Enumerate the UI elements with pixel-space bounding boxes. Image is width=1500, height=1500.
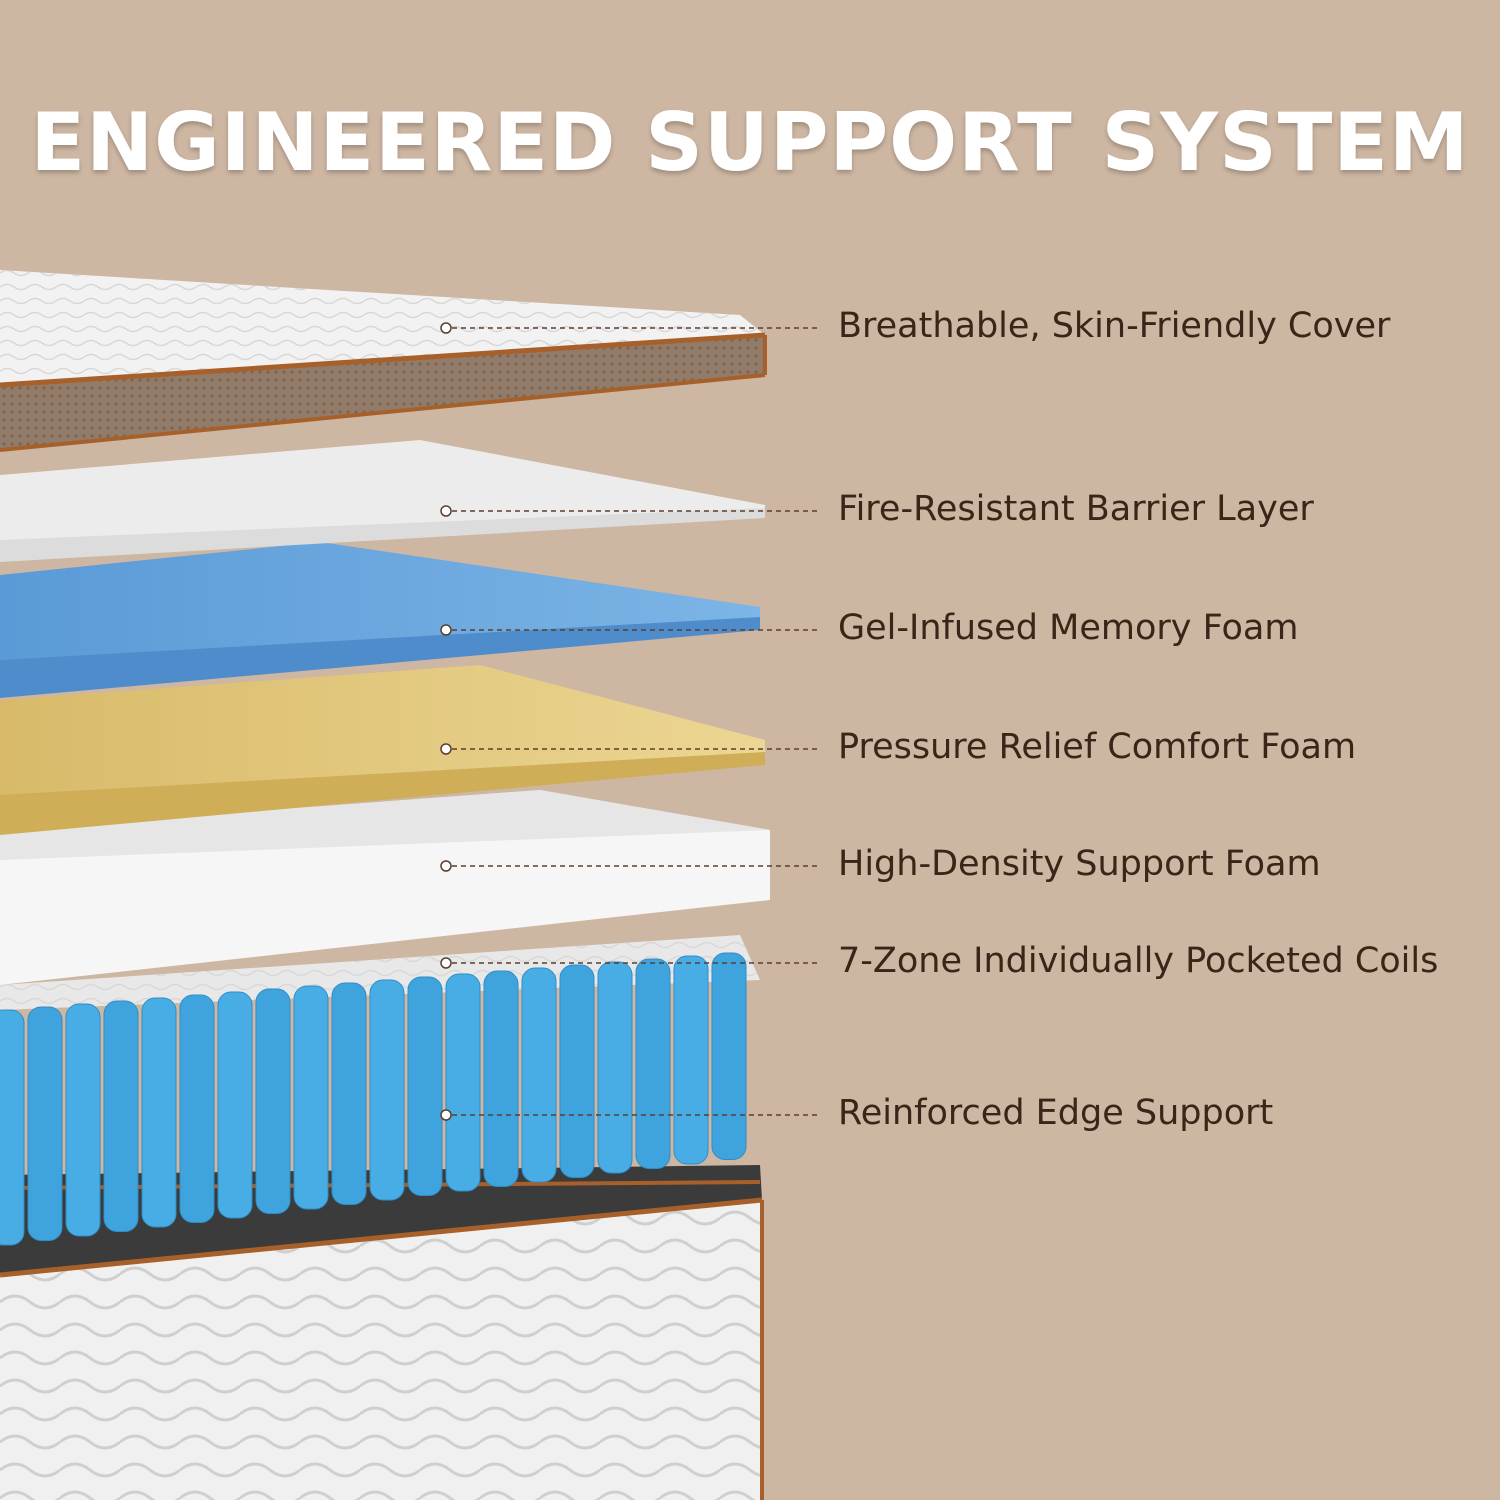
mattress-base	[0, 1165, 764, 1500]
coil	[293, 985, 329, 1210]
layer-label-pocketed-coils: 7-Zone Individually Pocketed Coils	[838, 941, 1439, 981]
barrier-layer	[0, 440, 765, 562]
layer-label-support-foam: High-Density Support Foam	[838, 844, 1321, 884]
layer-label-gel-foam: Gel-Infused Memory Foam	[838, 608, 1299, 648]
coil	[635, 958, 671, 1169]
layer-label-edge-support: Reinforced Edge Support	[838, 1093, 1274, 1133]
coil	[711, 952, 747, 1160]
leader-dot-gel-foam	[440, 624, 452, 636]
coil	[559, 964, 595, 1178]
coil	[597, 961, 633, 1174]
coil	[331, 982, 367, 1205]
coil	[407, 976, 443, 1196]
leader-dot-support-foam	[440, 860, 452, 872]
coil	[255, 988, 291, 1214]
coil	[445, 973, 481, 1192]
leader-dot-comfort-foam	[440, 743, 452, 755]
layer-label-cover: Breathable, Skin-Friendly Cover	[838, 306, 1391, 346]
leader-dot-edge-support	[440, 1109, 452, 1121]
coil	[103, 1000, 139, 1232]
coil	[179, 994, 215, 1223]
layer-label-comfort-foam: Pressure Relief Comfort Foam	[838, 727, 1357, 767]
coil	[0, 1009, 25, 1246]
comfort-foam-layer	[0, 665, 765, 835]
layer-label-barrier: Fire-Resistant Barrier Layer	[838, 489, 1314, 529]
gel-foam-layer	[0, 542, 760, 698]
leader-lines	[440, 322, 818, 1121]
coil	[521, 967, 557, 1183]
coil	[141, 997, 177, 1228]
coil	[483, 970, 519, 1187]
support-foam-layer	[0, 790, 770, 985]
cover-layer	[0, 270, 767, 452]
coil	[369, 979, 405, 1201]
coil	[217, 991, 253, 1219]
coil	[27, 1006, 63, 1241]
leader-dot-barrier	[440, 505, 452, 517]
page-title: ENGINEERED SUPPORT SYSTEM	[30, 96, 1470, 189]
coil	[673, 955, 709, 1165]
leader-dot-cover	[440, 322, 452, 334]
coil	[65, 1003, 101, 1237]
leader-dot-pocketed-coils	[440, 957, 452, 969]
pocketed-coils	[0, 935, 760, 1246]
